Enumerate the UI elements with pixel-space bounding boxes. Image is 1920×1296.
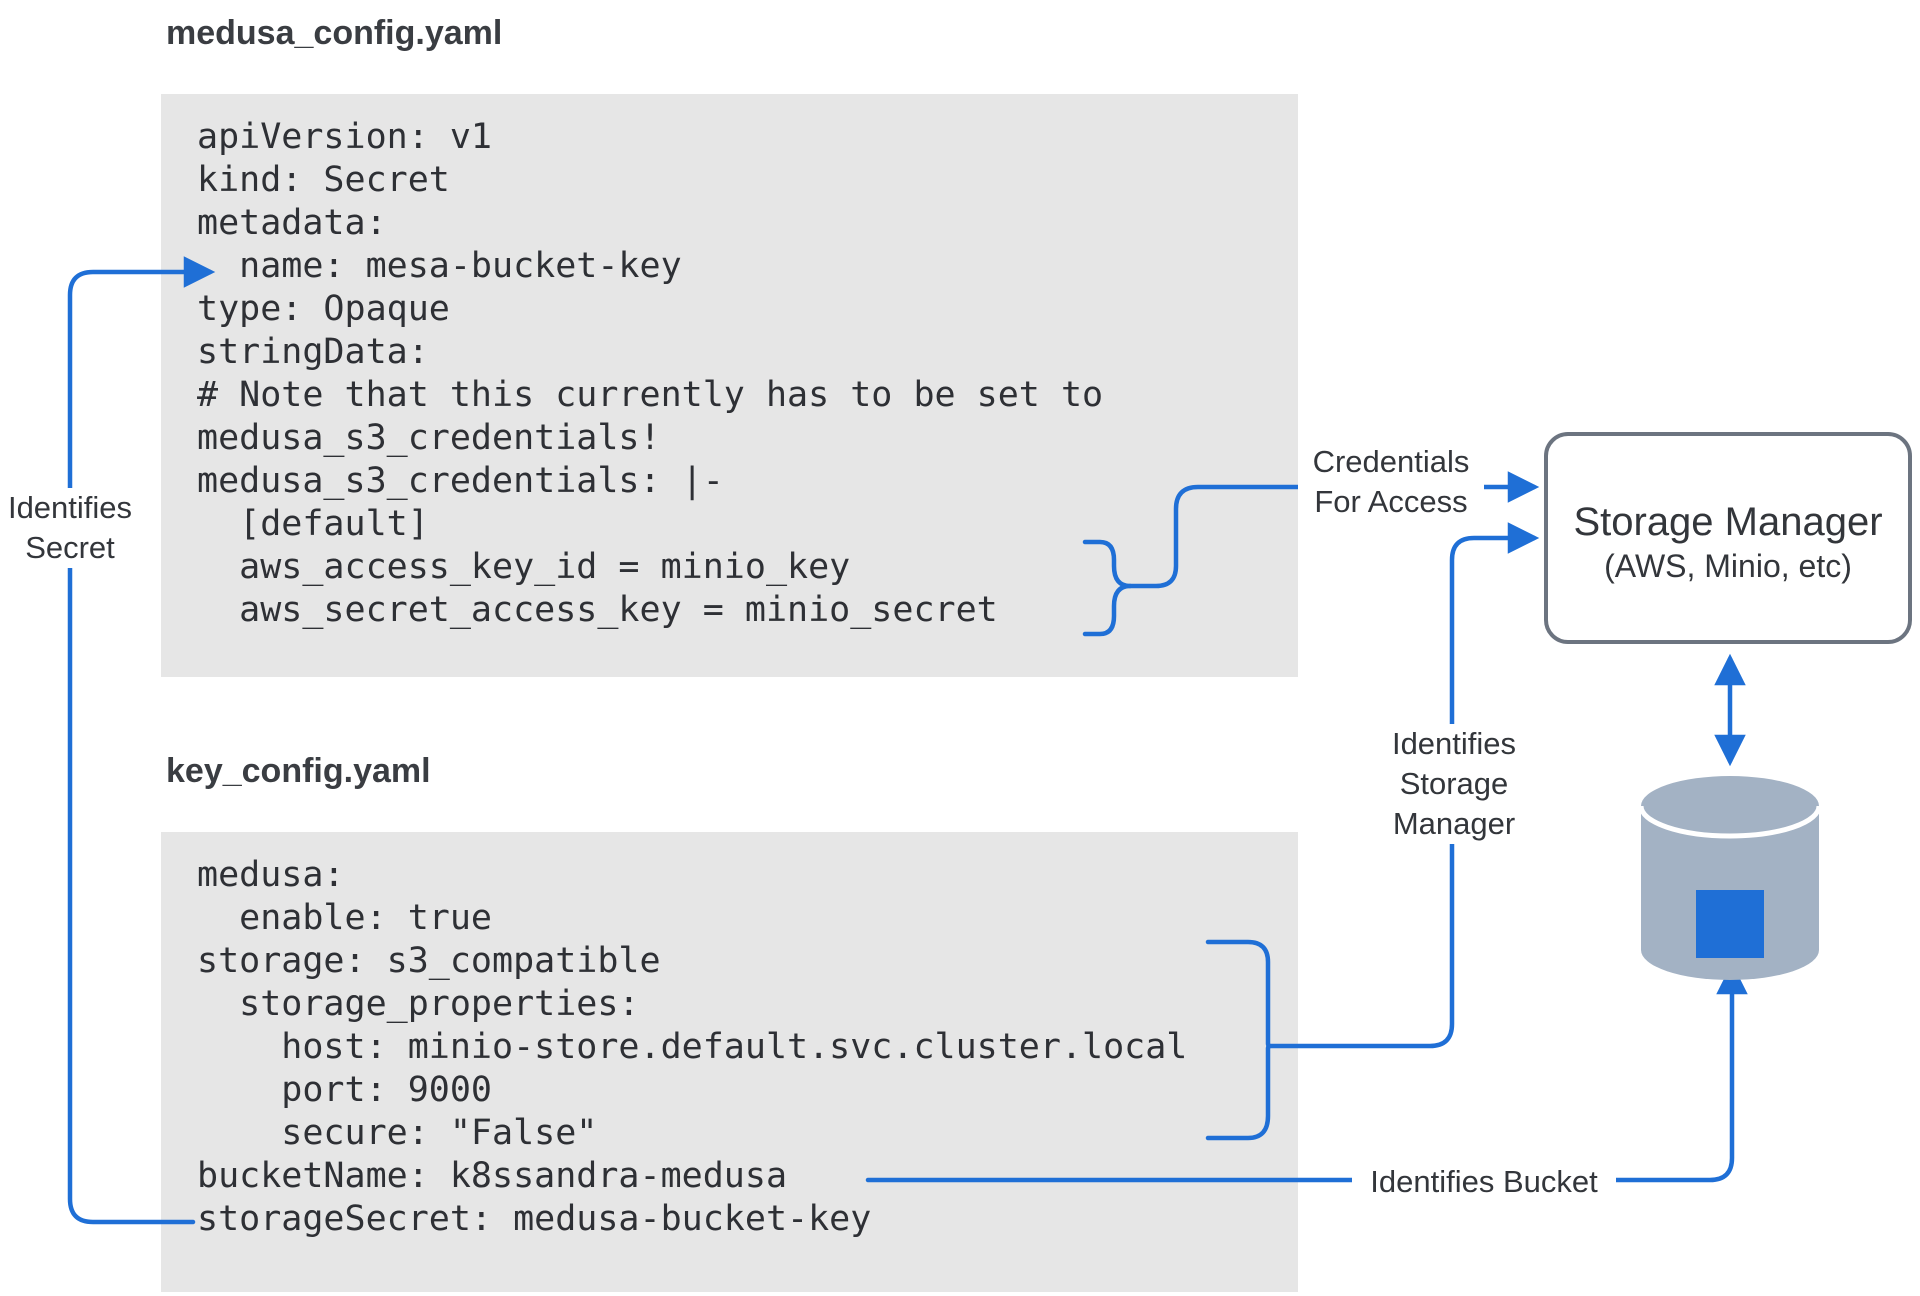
label-line: Credentials xyxy=(1312,444,1470,479)
code-line: storage: s3_compatible xyxy=(197,941,661,981)
identifies-bucket-label: Identifies Bucket xyxy=(1352,1162,1616,1202)
code-line: aws_secret_access_key = minio_secret xyxy=(197,590,998,630)
code-line: kind: Secret xyxy=(197,160,450,200)
storage-manager-box: Storage Manager (AWS, Minio, etc) xyxy=(1544,432,1912,644)
identifies-secret-connector xyxy=(67,256,216,1225)
label-line: Identifies Bucket xyxy=(1370,1164,1598,1199)
code-line: name: mesa-bucket-key xyxy=(197,246,682,286)
storage-manager-subtitle: (AWS, Minio, etc) xyxy=(1604,548,1852,584)
database-cylinder-icon xyxy=(1638,776,1822,980)
code-line: # Note that this currently has to be set… xyxy=(197,375,1104,415)
code-line: storage_properties: xyxy=(197,984,640,1024)
credentials-bracket xyxy=(1082,539,1133,637)
code-line: type: Opaque xyxy=(197,289,450,329)
label-line: Identifies xyxy=(1391,726,1517,761)
label-line: Storage xyxy=(1399,766,1509,801)
code-line: [default] xyxy=(197,504,429,544)
code-line: host: minio-store.default.svc.cluster.lo… xyxy=(197,1027,1188,1067)
label-line: Manager xyxy=(1392,806,1516,841)
code-line: stringData: xyxy=(197,332,429,372)
storage-manager-title: Storage Manager xyxy=(1573,500,1883,544)
medusa-config-title: medusa_config.yaml xyxy=(166,14,503,52)
code-line: apiVersion: v1 xyxy=(197,117,493,157)
code-line: medusa_s3_credentials! xyxy=(197,418,661,458)
code-line: port: 9000 xyxy=(197,1070,493,1110)
label-line: Secret xyxy=(25,530,115,565)
code-line: bucketName: k8ssandra-medusa xyxy=(197,1156,788,1196)
code-line: medusa: xyxy=(197,855,345,895)
code-line: medusa_s3_credentials: |- xyxy=(197,461,724,501)
identifies-bucket-connector xyxy=(865,962,1748,1183)
storage-bracket xyxy=(1205,939,1273,1141)
code-line: aws_access_key_id = minio_key xyxy=(197,547,851,587)
label-line: Identifies xyxy=(7,490,133,525)
label-line: For Access xyxy=(1314,484,1468,519)
key-config-title: key_config.yaml xyxy=(166,752,431,790)
code-line: metadata: xyxy=(197,203,387,243)
credentials-connector xyxy=(1127,484,1301,589)
code-line: storageSecret: medusa-bucket-key xyxy=(197,1199,872,1239)
code-line: enable: true xyxy=(197,898,493,938)
code-line: secure: "False" xyxy=(197,1113,598,1153)
